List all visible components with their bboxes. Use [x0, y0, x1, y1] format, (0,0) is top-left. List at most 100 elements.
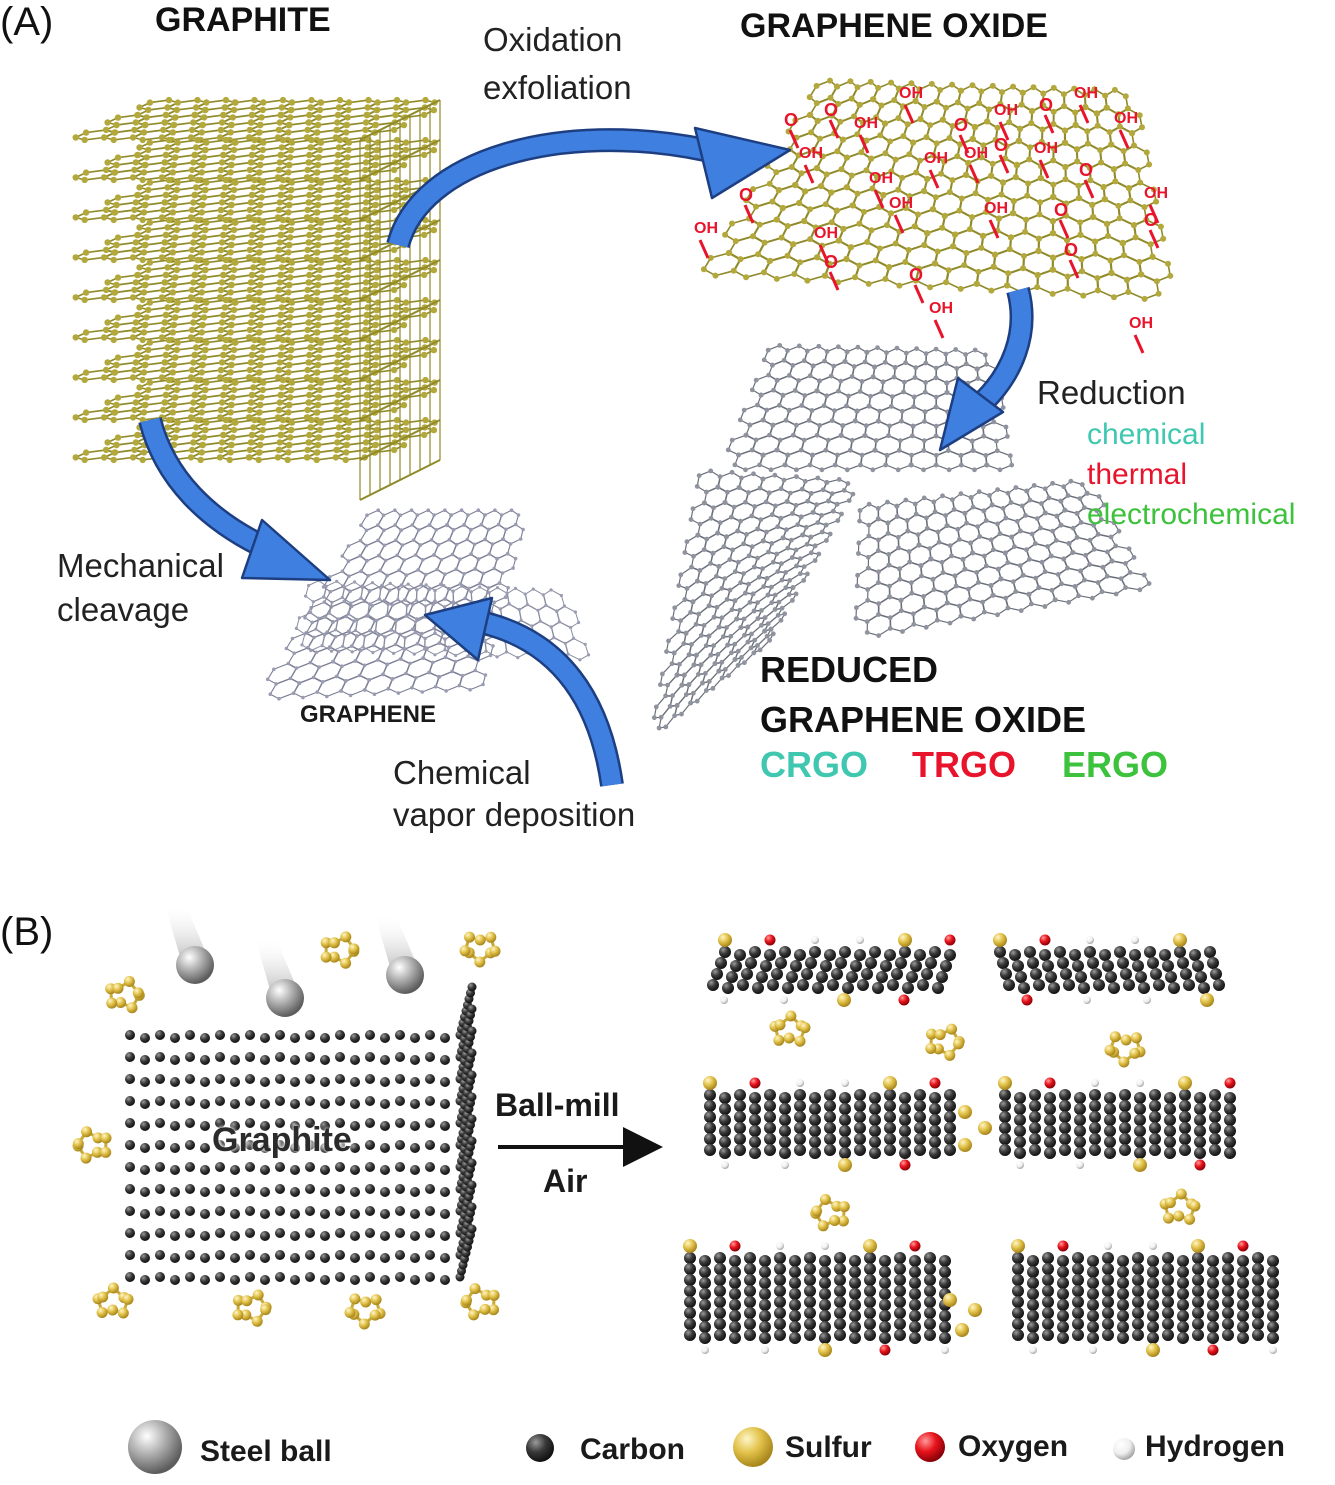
carbon-atom	[1027, 1321, 1039, 1333]
rgo-type-crgo: CRGO	[760, 744, 868, 785]
atom	[287, 426, 294, 434]
atom	[885, 499, 890, 505]
carbon-atom	[380, 1165, 390, 1175]
atom	[755, 643, 760, 648]
atom	[114, 314, 122, 321]
atom	[433, 599, 437, 603]
atom	[651, 715, 657, 721]
carbon-atom	[260, 1033, 270, 1043]
atom	[916, 266, 923, 272]
atom	[114, 194, 122, 201]
atom	[250, 424, 257, 431]
carbon-atom	[467, 1158, 477, 1168]
atom	[433, 631, 437, 636]
atom	[458, 557, 462, 561]
carbon-atom	[914, 1122, 926, 1134]
atom	[664, 649, 669, 654]
carbon-atom	[1224, 1147, 1236, 1159]
atom	[872, 257, 879, 264]
carbon-atom	[719, 1103, 731, 1115]
atom	[111, 249, 118, 256]
atom	[82, 129, 90, 136]
atom	[72, 174, 79, 181]
carbon-atom	[794, 1089, 806, 1101]
atom	[922, 409, 928, 415]
carbon-atom	[425, 1096, 435, 1106]
atom	[395, 553, 400, 558]
atom	[749, 447, 755, 453]
atom	[769, 584, 774, 590]
atom	[169, 329, 177, 336]
rgo-title-line2: GRAPHENE OXIDE	[760, 699, 1087, 740]
carbon-atom	[749, 1147, 761, 1159]
atom	[104, 319, 111, 326]
atom	[439, 582, 444, 586]
atom	[304, 246, 311, 254]
atom	[191, 231, 198, 239]
atom	[139, 216, 146, 224]
atom	[970, 448, 976, 453]
carbon-atom	[699, 1288, 711, 1300]
carbon-atom	[760, 960, 772, 972]
atom	[835, 100, 842, 107]
carbon-atom	[864, 1274, 876, 1286]
oxygen-atom	[929, 1077, 941, 1089]
carbon-atom	[749, 1136, 761, 1148]
atom	[1091, 546, 1097, 552]
atom	[1020, 265, 1027, 272]
carbon-atom	[440, 1187, 450, 1197]
sulfur-atom	[240, 1309, 252, 1321]
atom	[513, 586, 518, 591]
atom	[334, 311, 342, 319]
go-lattice	[700, 77, 1174, 302]
atom	[165, 136, 173, 144]
atom	[789, 555, 795, 560]
atom	[933, 404, 939, 410]
atom	[933, 375, 939, 381]
atom	[391, 366, 398, 374]
atom	[330, 600, 334, 605]
carbon-atom	[275, 1228, 285, 1238]
sulfur-atom	[1175, 1188, 1187, 1200]
atom	[171, 434, 179, 441]
atom	[305, 199, 313, 206]
carbon-atom	[140, 1253, 150, 1263]
sulfur-atom	[100, 1132, 112, 1144]
atom	[491, 644, 495, 648]
carbon-atom	[350, 1253, 360, 1263]
atom	[789, 241, 796, 248]
atom	[1109, 558, 1115, 564]
sulfur-atom	[718, 933, 732, 947]
carbon-atom	[440, 1275, 450, 1285]
atom	[939, 224, 946, 231]
atom	[795, 522, 801, 528]
atom	[308, 296, 315, 304]
atom	[806, 112, 813, 119]
carbon-atom	[1087, 1288, 1099, 1300]
carbon-atom	[1222, 1263, 1234, 1275]
atom	[1120, 148, 1127, 154]
atom	[693, 653, 699, 658]
carbon-atom	[365, 1228, 375, 1238]
atom	[737, 417, 743, 423]
carbon-atom	[884, 1111, 896, 1123]
carbon-atom	[861, 968, 873, 980]
carbon-atom	[794, 949, 806, 961]
atom	[932, 260, 939, 267]
sulfur-atom	[459, 945, 471, 957]
atom	[788, 164, 795, 170]
atom	[276, 126, 283, 134]
atom	[246, 294, 253, 301]
atom	[391, 286, 398, 294]
atom	[562, 604, 567, 608]
atom	[386, 602, 390, 607]
atom	[832, 462, 838, 468]
carbon-atom	[699, 1310, 711, 1322]
carbon-atom	[1153, 979, 1165, 991]
carbon-atom	[809, 1147, 821, 1159]
atom	[906, 193, 913, 200]
carbon-atom	[1015, 971, 1027, 983]
atom	[160, 126, 167, 134]
carbon-atom	[850, 960, 862, 972]
atom	[1090, 595, 1095, 601]
